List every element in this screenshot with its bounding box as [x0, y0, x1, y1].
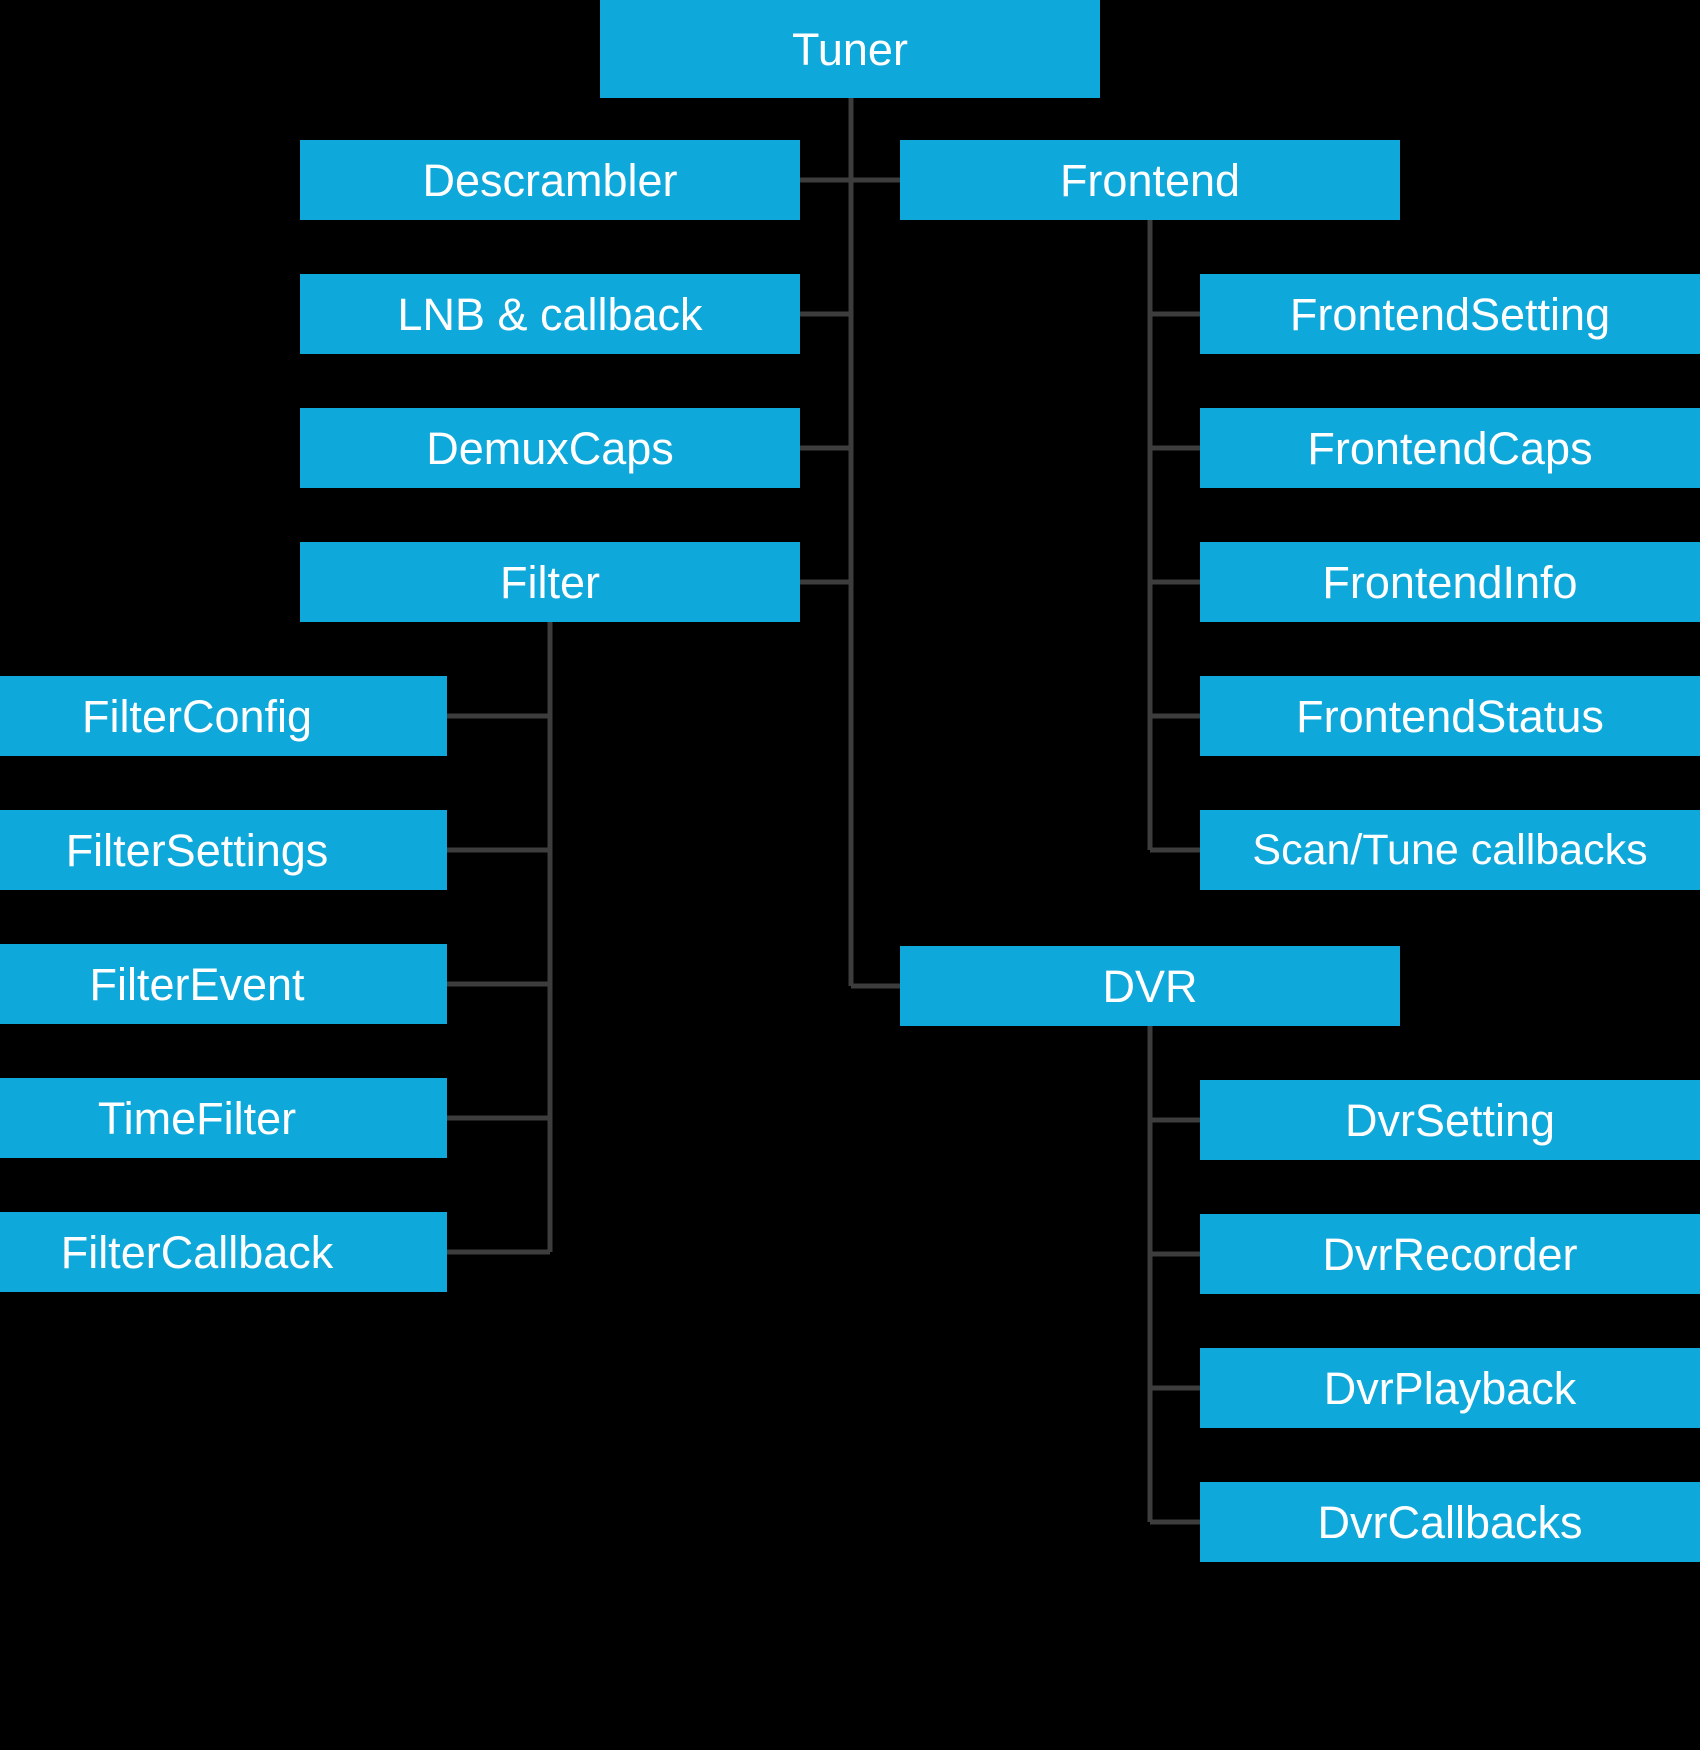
node-filterconfig[interactable]: FilterConfig: [0, 676, 447, 756]
node-dvrsetting[interactable]: DvrSetting: [1200, 1080, 1700, 1160]
node-lnb-callback[interactable]: LNB & callback: [300, 274, 800, 354]
node-label-frontendsetting: FrontendSetting: [1289, 288, 1611, 340]
node-scantune[interactable]: Scan/Tune callbacks: [1200, 810, 1700, 890]
node-label-filterconfig: FilterConfig: [81, 690, 313, 742]
node-descrambler[interactable]: Descrambler: [300, 140, 800, 220]
node-dvrplayback[interactable]: DvrPlayback: [1200, 1348, 1700, 1428]
node-filtercallback[interactable]: FilterCallback: [0, 1212, 447, 1292]
node-label-frontendinfo: FrontendInfo: [1322, 556, 1578, 608]
node-label-dvrrecorder: DvrRecorder: [1322, 1228, 1578, 1280]
node-label-filtersettings: FilterSettings: [65, 824, 329, 876]
node-label-filterevent: FilterEvent: [89, 958, 305, 1010]
node-label-dvr: DVR: [1102, 960, 1198, 1012]
node-frontendinfo[interactable]: FrontendInfo: [1200, 542, 1700, 622]
node-filterevent[interactable]: FilterEvent: [0, 944, 447, 1024]
node-frontendstatus[interactable]: FrontendStatus: [1200, 676, 1700, 756]
node-label-lnb-callback: LNB & callback: [397, 288, 703, 340]
node-dvrrecorder[interactable]: DvrRecorder: [1200, 1214, 1700, 1294]
node-frontend[interactable]: Frontend: [900, 140, 1400, 220]
node-label-demuxcaps: DemuxCaps: [426, 422, 674, 474]
node-filter[interactable]: Filter: [300, 542, 800, 622]
node-label-dvrcallbacks: DvrCallbacks: [1317, 1496, 1583, 1548]
node-label-dvrsetting: DvrSetting: [1344, 1094, 1556, 1146]
node-label-filtercallback: FilterCallback: [60, 1226, 334, 1278]
node-filtersettings[interactable]: FilterSettings: [0, 810, 447, 890]
node-dvr[interactable]: DVR: [900, 946, 1400, 1026]
node-label-frontendcaps: FrontendCaps: [1307, 422, 1593, 474]
node-label-tuner: Tuner: [792, 23, 908, 75]
node-timefilter[interactable]: TimeFilter: [0, 1078, 447, 1158]
node-label-timefilter: TimeFilter: [97, 1092, 297, 1144]
node-tuner[interactable]: Tuner: [600, 0, 1100, 98]
node-label-frontend: Frontend: [1059, 154, 1241, 206]
node-label-frontendstatus: FrontendStatus: [1296, 690, 1604, 742]
node-label-descrambler: Descrambler: [422, 154, 678, 206]
node-demuxcaps[interactable]: DemuxCaps: [300, 408, 800, 488]
node-label-scantune: Scan/Tune callbacks: [1252, 825, 1648, 874]
node-label-dvrplayback: DvrPlayback: [1323, 1362, 1577, 1414]
node-frontendsetting[interactable]: FrontendSetting: [1200, 274, 1700, 354]
node-label-filter: Filter: [500, 556, 600, 608]
node-dvrcallbacks[interactable]: DvrCallbacks: [1200, 1482, 1700, 1562]
node-frontendcaps[interactable]: FrontendCaps: [1200, 408, 1700, 488]
